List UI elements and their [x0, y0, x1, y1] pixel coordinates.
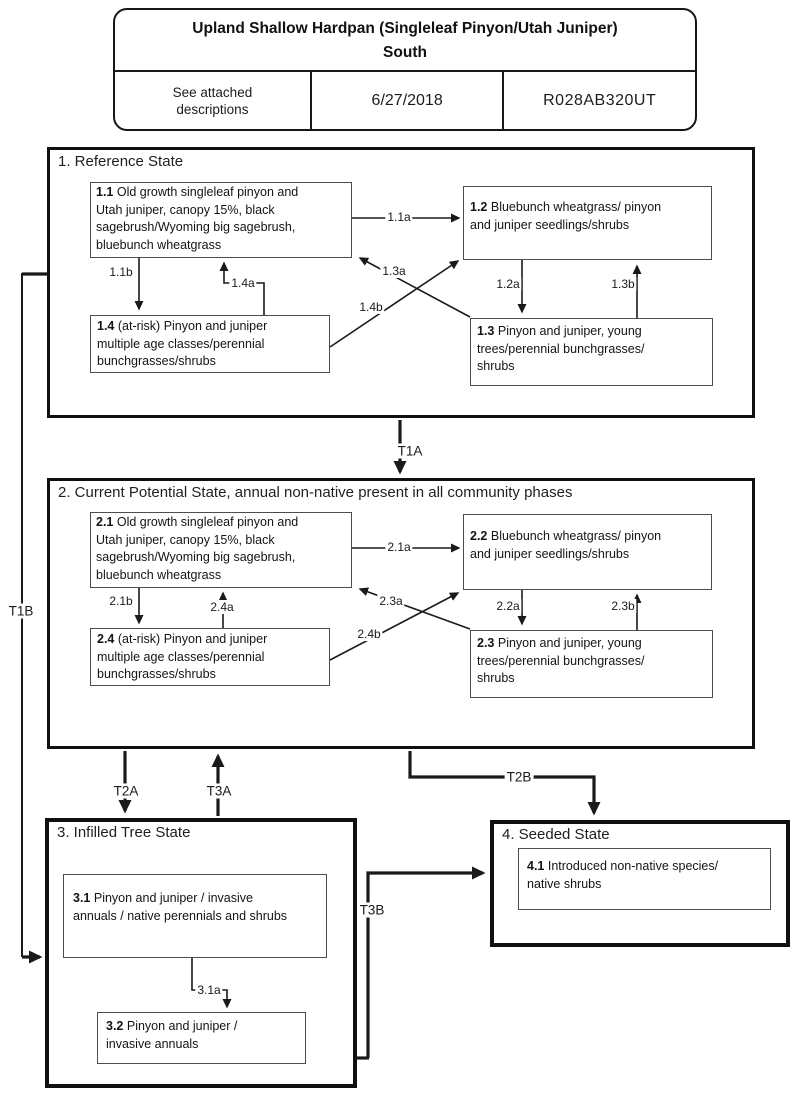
header-box: Upland Shallow Hardpan (Singleleaf Pinyo… [113, 8, 697, 131]
arrow-2-4b [329, 592, 460, 661]
transition-label-t3b: T3B [357, 902, 387, 918]
arrow-t2b [408, 751, 601, 816]
state-3-title: 3. Infilled Tree State [54, 824, 194, 841]
pathway-label-2-2a: 2.2a [494, 599, 522, 613]
header-title: Upland Shallow Hardpan (Singleleaf Pinyo… [115, 17, 695, 65]
phase-num: 2.4 [97, 632, 115, 646]
state-4-title: 4. Seeded State [499, 826, 613, 843]
pathway-label-1-4b: 1.4b [357, 300, 385, 314]
pathway-label-1-3a: 1.3a [380, 264, 408, 278]
state-4-box [490, 820, 790, 947]
phase-3-2-box: 3.2 Pinyon and juniper / invasive annual… [97, 1012, 306, 1064]
phase-text: Old growth singleleaf pinyon and Utah ju… [96, 185, 299, 252]
header-cell-descriptions: See attached descriptions [172, 84, 253, 117]
transition-label-t1b: T1B [6, 603, 36, 619]
phase-text: Bluebunch wheatgrass/ pinyon and juniper… [470, 200, 662, 232]
transition-label-t2b: T2B [504, 769, 534, 785]
phase-1-1-box: 1.1 Old growth singleleaf pinyon and Uta… [90, 182, 352, 258]
transition-label-t1a: T1A [395, 443, 425, 459]
phase-1-2-box: 1.2 Bluebunch wheatgrass/ pinyon and jun… [463, 186, 712, 260]
phase-num: 3.2 [106, 1019, 124, 1033]
phase-text: Pinyon and juniper, young trees/perennia… [477, 324, 645, 373]
arrow-t3b [366, 866, 486, 1058]
phase-1-4-box: 1.4 (at-risk) Pinyon and juniper multipl… [90, 315, 330, 373]
phase-text: Pinyon and juniper / invasive annuals / … [73, 891, 288, 923]
phase-text: Introduced non-native species/ native sh… [527, 859, 719, 891]
pathway-label-2-3b: 2.3b [609, 599, 637, 613]
pathway-label-2-4a: 2.4a [208, 600, 236, 614]
phase-num: 2.1 [96, 515, 114, 529]
pathway-label-1-1a: 1.1a [385, 210, 413, 224]
phase-1-3-box: 1.3 Pinyon and juniper, young trees/pere… [470, 318, 713, 386]
transition-label-t3a: T3A [204, 783, 234, 799]
header-row: See attached descriptions 6/27/2018 R028… [115, 70, 695, 129]
phase-2-1-box: 2.1 Old growth singleleaf pinyon and Uta… [90, 512, 352, 588]
pathway-label-1-2a: 1.2a [494, 277, 522, 291]
phase-num: 2.3 [477, 636, 495, 650]
phase-text: Bluebunch wheatgrass/ pinyon and juniper… [470, 529, 662, 561]
phase-text: Old growth singleleaf pinyon and Utah ju… [96, 515, 299, 582]
pathway-label-1-4a: 1.4a [229, 276, 257, 290]
pathway-label-2-3a: 2.3a [377, 594, 405, 608]
transition-label-t2a: T2A [111, 783, 141, 799]
header-title-line1: Upland Shallow Hardpan (Singleleaf Pinyo… [192, 20, 618, 37]
arrow-1-4b [329, 260, 460, 348]
phase-num: 1.1 [96, 185, 114, 199]
phase-2-3-box: 2.3 Pinyon and juniper, young trees/pere… [470, 630, 713, 698]
arrow-1-3a [358, 257, 471, 318]
state-3-box [45, 818, 357, 1088]
phase-text: Pinyon and juniper, young trees/perennia… [477, 636, 645, 685]
header-title-line2: South [383, 44, 427, 61]
pathway-label-1-1b: 1.1b [107, 265, 135, 279]
pathway-label-3-1a: 3.1a [195, 983, 223, 997]
state-1-box [47, 147, 755, 418]
phase-num: 1.3 [477, 324, 495, 338]
phase-num: 4.1 [527, 859, 545, 873]
state-1-title: 1. Reference State [55, 153, 187, 170]
header-cell-site-code: R028AB320UT [502, 72, 695, 129]
phase-text: (at-risk) Pinyon and juniper multiple ag… [97, 632, 268, 681]
pathway-label-2-1b: 2.1b [107, 594, 135, 608]
phase-4-1-box: 4.1 Introduced non-native species/ nativ… [518, 848, 771, 910]
phase-2-2-box: 2.2 Bluebunch wheatgrass/ pinyon and jun… [463, 514, 712, 590]
phase-num: 1.2 [470, 200, 488, 214]
phase-text: (at-risk) Pinyon and juniper multiple ag… [97, 319, 268, 368]
phase-text: Pinyon and juniper / invasive annuals [106, 1019, 238, 1051]
header-cell-date: 6/27/2018 [309, 72, 503, 129]
pathway-label-1-3b: 1.3b [609, 277, 637, 291]
phase-num: 3.1 [73, 891, 91, 905]
phase-num: 1.4 [97, 319, 115, 333]
phase-3-1-box: 3.1 Pinyon and juniper / invasive annual… [63, 874, 327, 958]
phase-2-4-box: 2.4 (at-risk) Pinyon and juniper multipl… [90, 628, 330, 686]
state-2-box [47, 478, 755, 749]
state-2-title: 2. Current Potential State, annual non-n… [55, 484, 576, 501]
pathway-label-2-1a: 2.1a [385, 540, 413, 554]
pathway-label-2-4b: 2.4b [355, 627, 383, 641]
phase-num: 2.2 [470, 529, 488, 543]
